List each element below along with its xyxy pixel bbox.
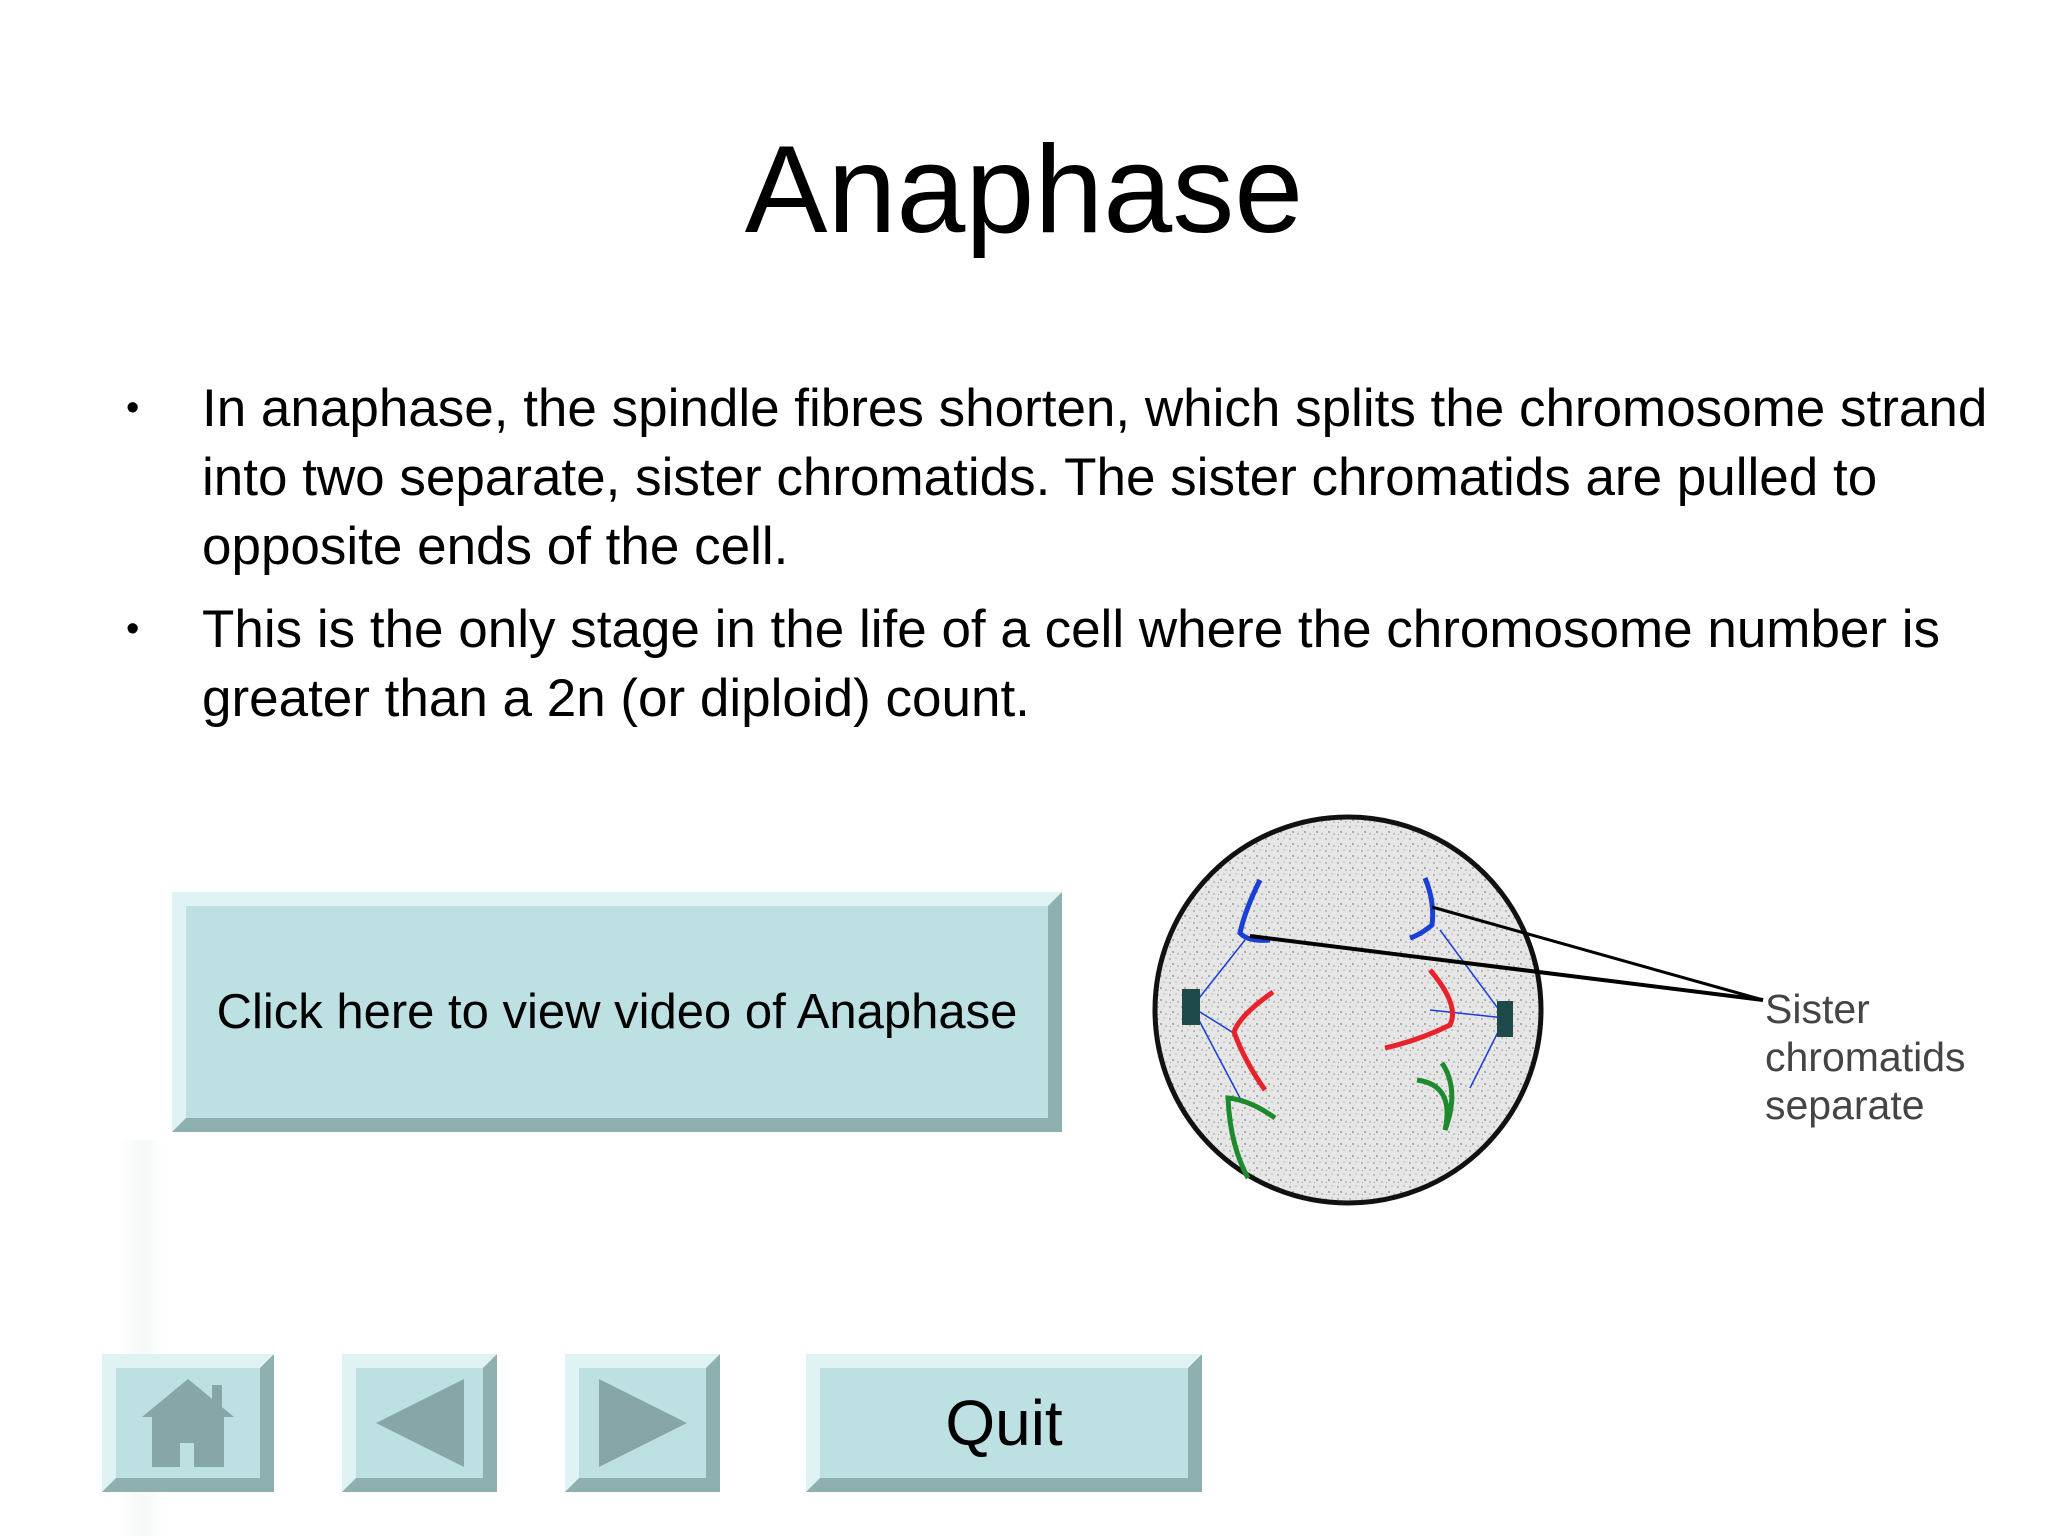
home-button[interactable]: [102, 1354, 274, 1492]
triangle-right-icon: [598, 1379, 687, 1467]
bullet-icon: •: [126, 608, 140, 650]
home-icon: [142, 1379, 234, 1467]
caption-line: Sister: [1765, 986, 1870, 1032]
caption-line: separate: [1765, 1082, 1925, 1128]
anaphase-cell-diagram: [1152, 814, 1764, 1206]
next-button[interactable]: [565, 1354, 720, 1492]
quit-label: Quit: [945, 1387, 1063, 1459]
chromatid-blue-right: [1409, 877, 1436, 941]
chromatid-green-left: [1225, 1095, 1277, 1180]
bullet-item: • This is the only stage in the life of …: [118, 595, 1988, 733]
bullet-text: This is the only stage in the life of a …: [202, 600, 1941, 728]
pointer-line: [1249, 934, 1764, 1002]
bullet-item: • In anaphase, the spindle fibres shorte…: [118, 374, 1988, 581]
caption-line: chromatids: [1765, 1034, 1966, 1080]
chromatid-green-right: [1416, 1061, 1455, 1131]
bullet-icon: •: [126, 387, 140, 429]
centrosome-left: [1182, 989, 1200, 1025]
quit-button[interactable]: Quit: [806, 1354, 1202, 1492]
slide-title: Anaphase: [744, 121, 1304, 259]
chromatid-blue-left: [1237, 878, 1271, 943]
bullet-text: In anaphase, the spindle fibres shorten,…: [202, 379, 1988, 576]
bullet-list: • In anaphase, the spindle fibres shorte…: [118, 374, 1988, 747]
chromatid-red-right: [1384, 968, 1455, 1051]
centrosome-right: [1497, 1001, 1513, 1037]
chromatid-red-left: [1231, 989, 1275, 1092]
view-video-label: Click here to view video of Anaphase: [216, 985, 1018, 1039]
cell-outline: [1152, 814, 1544, 1206]
view-video-button[interactable]: Click here to view video of Anaphase: [172, 892, 1062, 1132]
pointer-line: [1431, 905, 1764, 1002]
diagram-caption: Sister chromatids separate: [1765, 985, 1966, 1129]
triangle-left-icon: [375, 1379, 464, 1467]
previous-button[interactable]: [342, 1354, 497, 1492]
